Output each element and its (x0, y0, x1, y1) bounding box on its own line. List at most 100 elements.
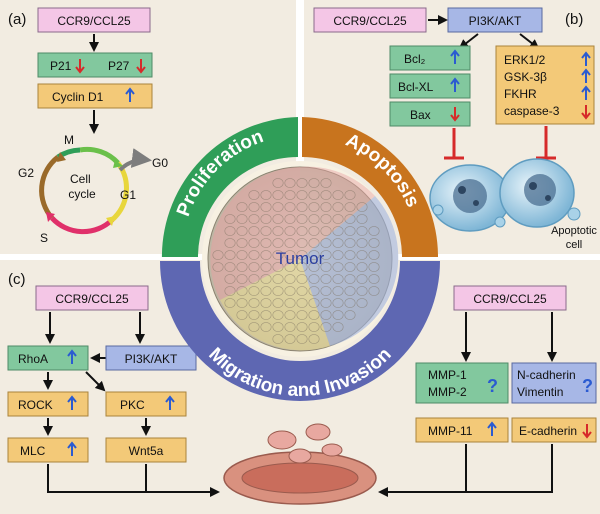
tumor-cell-outline (296, 322, 308, 332)
tumor-cell-outline (344, 250, 356, 260)
migrating-cell-4 (321, 443, 343, 457)
cyclin-up-arrow-icon (125, 87, 135, 102)
tumor-cell-outline (284, 274, 296, 284)
tumor-cell-outline (332, 226, 344, 236)
apoptotic-body-1 (494, 216, 506, 228)
tumor-cell-outline (296, 250, 308, 260)
tumor-cell-outline (236, 202, 248, 212)
apoptotic-label: Apoptotic (551, 225, 597, 237)
caspase-label: caspase-3 (504, 104, 560, 118)
tumor-cell-outline (224, 262, 236, 272)
tumor-cell-outline (236, 274, 248, 284)
phase-g1: G1 (120, 188, 136, 202)
tumor-cell-outline (344, 202, 356, 212)
bclxl-label: Bcl-XL (398, 80, 434, 94)
mmp11-up-arrow-icon (487, 421, 497, 436)
pkc-box (105, 391, 187, 417)
tumor-cell-outline (356, 286, 368, 296)
tumor-cell-outline (320, 214, 332, 224)
tumor-cell-outline (224, 238, 236, 248)
panel-b-pi3k-label: PI3K/AKT (469, 14, 522, 28)
tumor-cell-outline (224, 286, 236, 296)
tumor-cell-outline (356, 238, 368, 248)
tumor-cell-outline (368, 286, 380, 296)
tumor-cell-outline (296, 298, 308, 308)
tumor-cell-outline (308, 190, 320, 200)
tumor-cell-outline (308, 322, 320, 332)
tumor-disc (202, 161, 399, 357)
erk-inhibition-icon (536, 126, 556, 160)
cycle-arrowhead-1 (113, 160, 123, 168)
tumor-cell-outline (260, 286, 272, 296)
panel-b-label: (b) (565, 11, 583, 28)
bcl2-box (389, 45, 471, 71)
tumor-cell-outline (248, 274, 260, 284)
rhoa-up-arrow-icon (67, 349, 77, 364)
tumor-cell-outline (248, 202, 260, 212)
ring-migration-segment (160, 261, 440, 401)
gsk-label: GSK-3β (504, 70, 547, 84)
phase-s: S (40, 231, 48, 245)
tumor-cell-outline (296, 262, 308, 272)
mmp1-label: MMP-1 (428, 368, 467, 382)
tumor-cell-outline (332, 274, 344, 284)
mlc-up-arrow-icon (67, 441, 77, 456)
mmp-question-icon: ? (487, 376, 498, 396)
migrating-cell-1 (267, 430, 297, 450)
tumor-cell-outline (308, 334, 320, 344)
tumor-cell-outline (248, 322, 260, 332)
tumor-cell-outline (248, 286, 260, 296)
p21-label: P21 (50, 59, 72, 73)
panel-c-ligand-left-box (35, 285, 149, 311)
tumor-cell-outline (248, 226, 260, 236)
tumor-cell-outline (332, 286, 344, 296)
cycle-arrowhead-4 (57, 152, 66, 162)
tumor-cell-outline (344, 298, 356, 308)
fragment-3 (529, 182, 537, 190)
tumor-cell-outline (320, 286, 332, 296)
tumor-cell-outline (272, 274, 284, 284)
gsk-up-arrow-icon (581, 68, 591, 83)
central-ring (160, 117, 440, 401)
tumor-cell-outline (368, 226, 380, 236)
p21-p27-box (37, 52, 153, 78)
cyclin-box (37, 83, 153, 109)
ecad-box (511, 417, 597, 443)
tumor-cell-outline (356, 298, 368, 308)
tumor-cell-outline (260, 202, 272, 212)
tumor-cell-outline (236, 226, 248, 236)
cadherin-box (511, 362, 597, 404)
bcl2-label: Bcl₂ (404, 52, 426, 66)
tumor-cell-outline (344, 262, 356, 272)
tumor-cell-outline (332, 250, 344, 260)
tumor-cell-outline (332, 202, 344, 212)
tumor-cell-outline (332, 262, 344, 272)
tumor-cell-outline (332, 214, 344, 224)
tumor-cell-outline (296, 214, 308, 224)
rock-box (7, 391, 89, 417)
cycle-arrowhead-2 (106, 216, 115, 226)
rock-label: ROCK (18, 398, 53, 412)
tumor-cell-outline (284, 226, 296, 236)
panel-a-ligand-label: CCR9/CCL25 (57, 14, 131, 28)
ncad-label: N-cadherin (517, 368, 576, 382)
tumor-cell-outline (308, 226, 320, 236)
tumor-cell-outline (260, 238, 272, 248)
tumor-cell-outline (344, 286, 356, 296)
fkhr-label: FKHR (504, 87, 537, 101)
tumor-cell-outline (260, 298, 272, 308)
tumor-cell-outline (296, 226, 308, 236)
tumor-cell-outline (284, 178, 296, 188)
fragment-4 (545, 195, 551, 201)
tumor-cell-outline (212, 262, 224, 272)
tumor-cell-outline (284, 250, 296, 260)
pkc-up-arrow-icon (165, 395, 175, 410)
tumor-cell-outline (272, 190, 284, 200)
tumor-cell-outline (272, 214, 284, 224)
tumor-cell-outline (296, 274, 308, 284)
migrating-cell-3 (288, 448, 312, 464)
tumor-cell-outline (248, 250, 260, 260)
tumor-cell-outline (284, 298, 296, 308)
cell-cycle-line-1: Cell (70, 172, 91, 186)
